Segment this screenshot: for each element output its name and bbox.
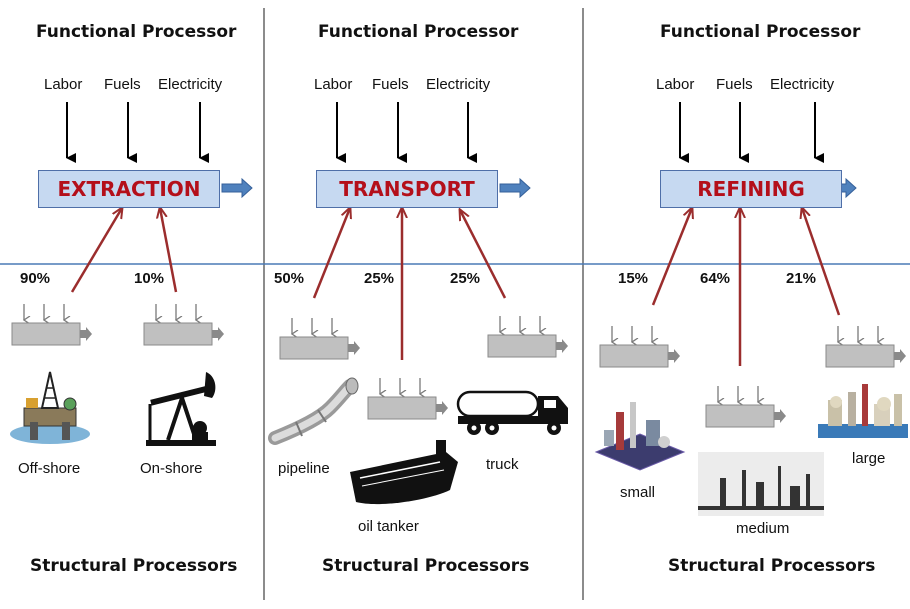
structure-label: large (852, 450, 886, 467)
share-label: 50% (274, 270, 305, 287)
structure-label: oil tanker (358, 518, 419, 535)
medium-refinery-icon (698, 452, 824, 516)
column-3-input-electricity: Electricity (770, 76, 835, 93)
offshore-rig-icon (10, 371, 90, 444)
column-2-footer: Structural Processors (322, 556, 530, 576)
share-label: 64% (700, 270, 731, 287)
structure-label: small (620, 484, 656, 501)
large-refinery-icon (818, 384, 908, 438)
share-arrows (70, 208, 841, 366)
process-box-refining: REFINING (660, 170, 842, 208)
structure-label: On-shore (140, 460, 203, 477)
structure-label: Off-shore (18, 460, 81, 477)
structure-label: pipeline (278, 460, 330, 477)
share-label: 10% (134, 270, 165, 287)
share-label: 25% (364, 270, 395, 287)
column-2-input-electricity: Electricity (426, 76, 491, 93)
column-1-heading: Functional Processor (36, 22, 237, 42)
column-2-heading: Functional Processor (318, 22, 519, 42)
oil-tanker-icon (350, 440, 458, 505)
column-3-input-fuels: Fuels (716, 76, 753, 93)
pipeline-icon (268, 377, 359, 445)
column-3-heading: Functional Processor (660, 22, 861, 42)
column-1-footer: Structural Processors (30, 556, 238, 576)
small-refinery-icon (594, 402, 686, 471)
column-2-input-labor: Labor (314, 76, 353, 93)
pumpjack-icon (146, 372, 216, 446)
structure-label: medium (736, 520, 790, 537)
share-label: 21% (786, 270, 817, 287)
structure-label: truck (486, 456, 519, 473)
column-3-input-labor: Labor (656, 76, 695, 93)
share-label: 15% (618, 270, 649, 287)
column-3-footer: Structural Processors (668, 556, 876, 576)
share-label: 25% (450, 270, 481, 287)
process-box-extraction: EXTRACTION (38, 170, 220, 208)
input-arrows (66, 102, 824, 163)
column-2-input-fuels: Fuels (372, 76, 409, 93)
process-box-transport: TRANSPORT (316, 170, 498, 208)
share-label: 90% (20, 270, 51, 287)
column-1-input-fuels: Fuels (104, 76, 141, 93)
tanker-truck-icon (456, 390, 568, 435)
column-1-input-electricity: Electricity (158, 76, 223, 93)
column-1-input-labor: Labor (44, 76, 83, 93)
